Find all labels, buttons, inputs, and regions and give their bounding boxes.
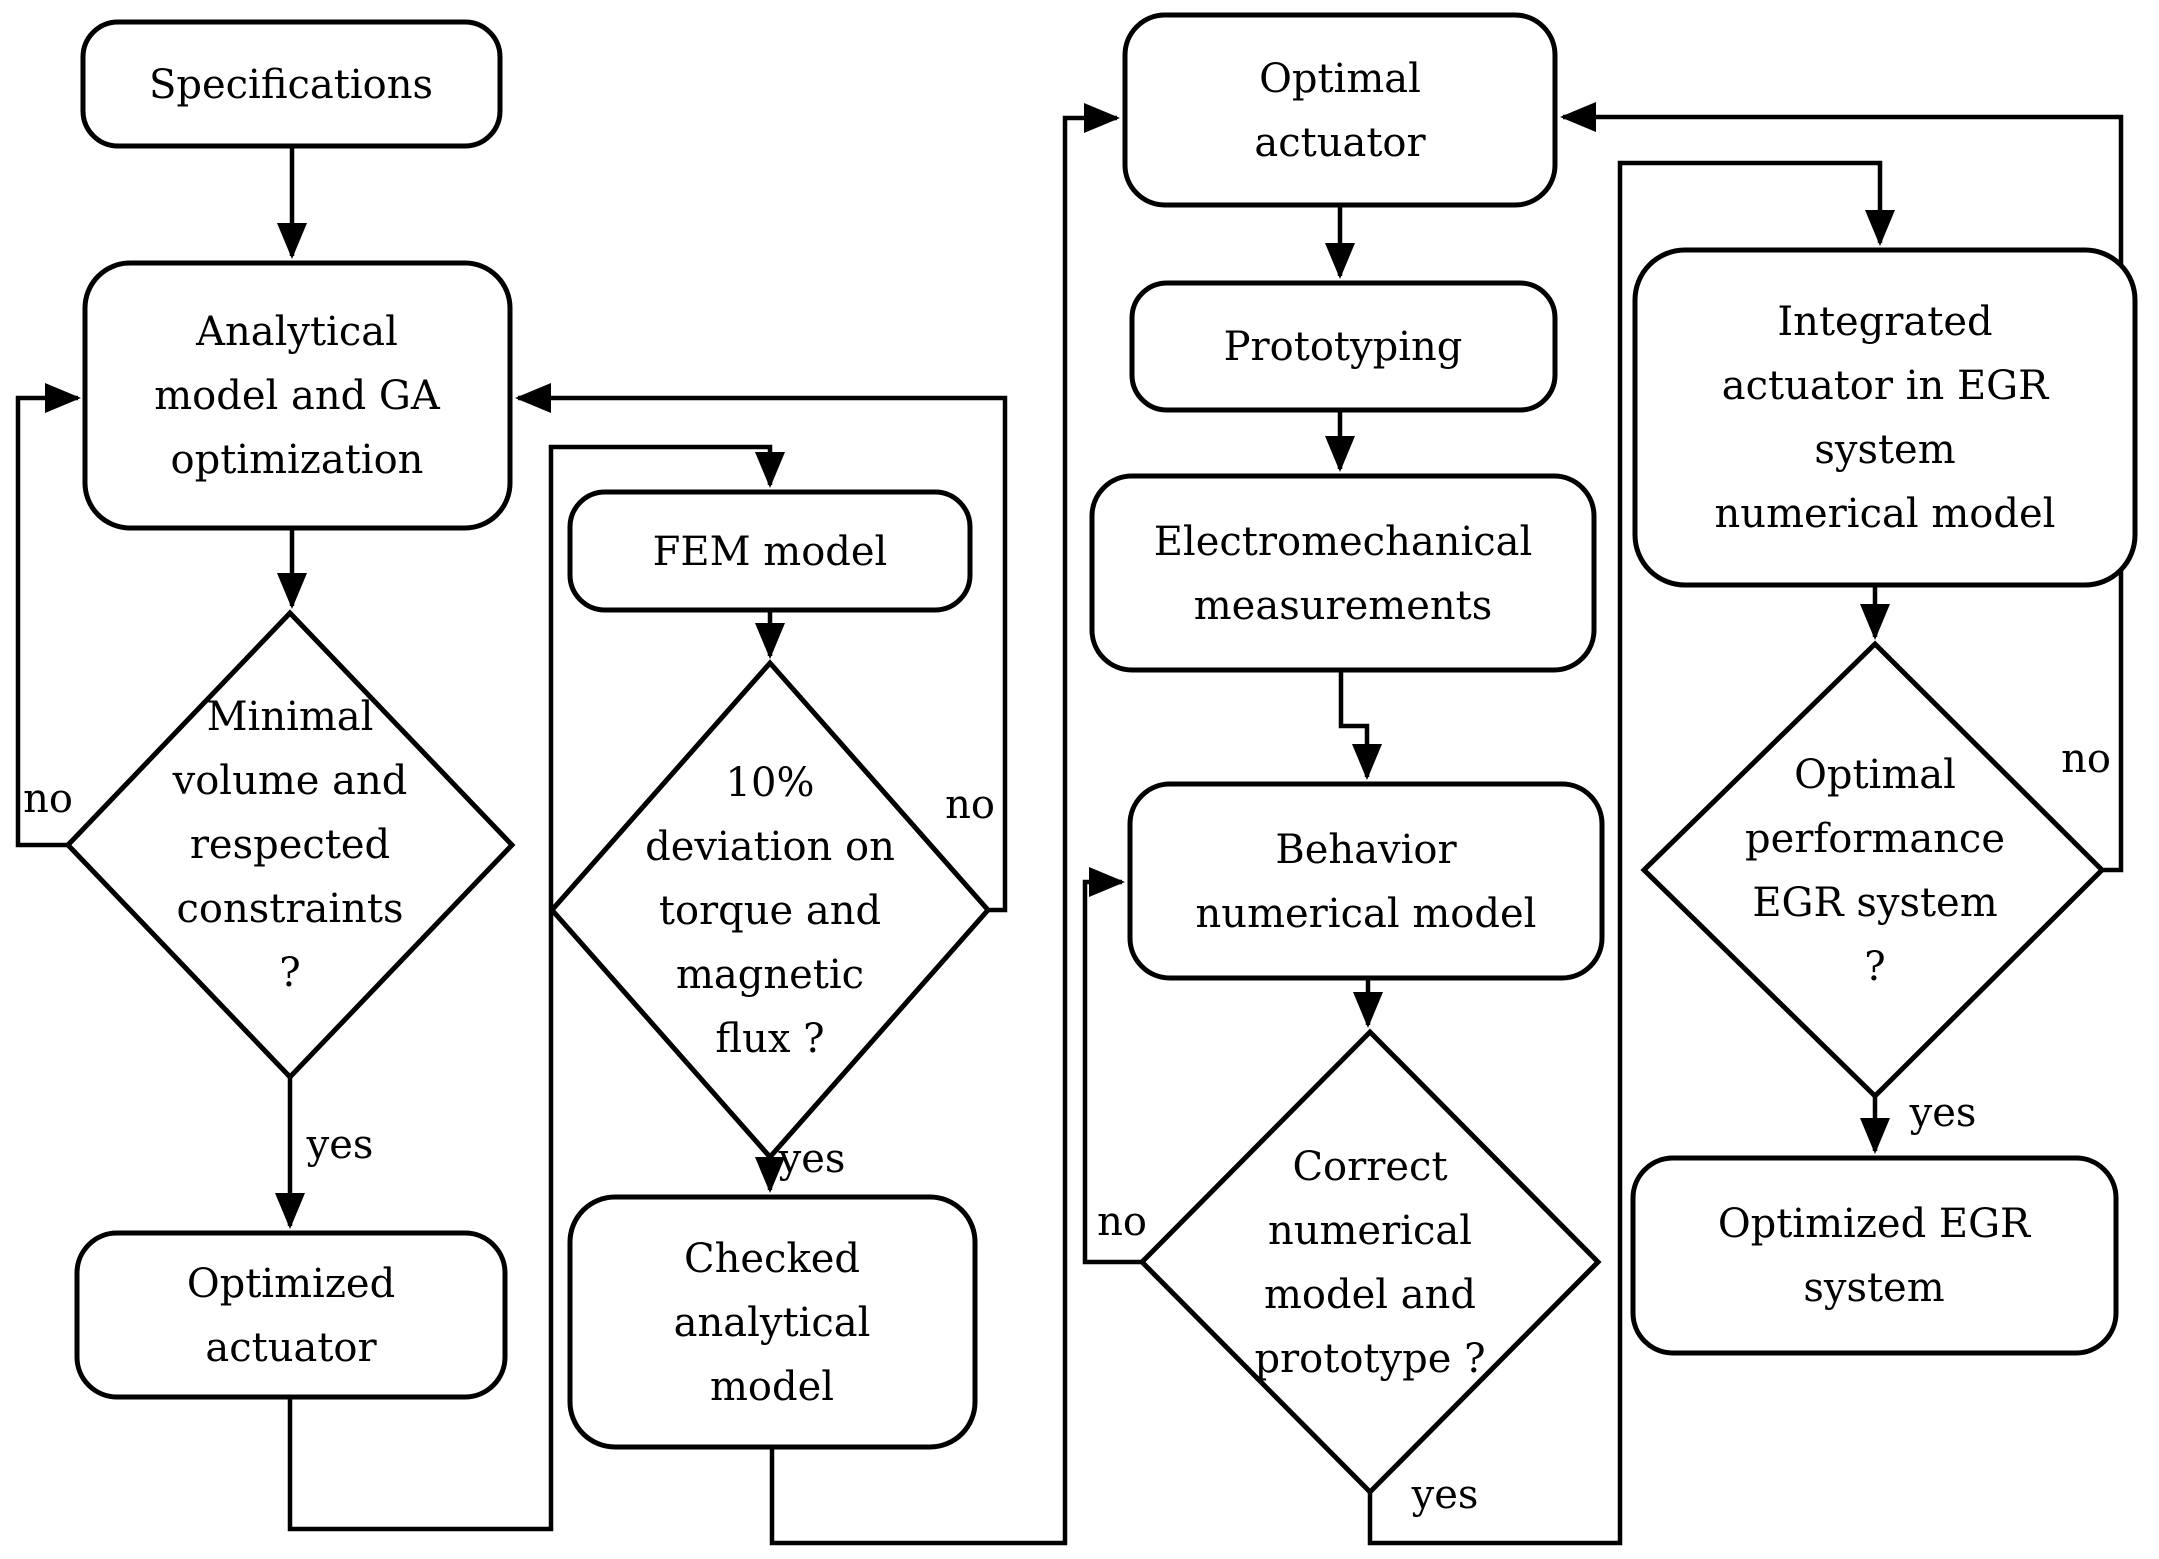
node-fem-model: FEM model <box>567 489 973 613</box>
edge-checked-to-optimal-actuator <box>769 103 1120 1546</box>
deviation-decision-label-line: 10% <box>726 760 815 806</box>
edge-label-d2-no: no <box>945 782 995 828</box>
deviation-decision-label-line: torque and <box>659 888 881 934</box>
edge-electromechanical-to-behavior <box>1338 670 1382 780</box>
node-analytical-model: Analytical model and GA optimization <box>82 260 513 531</box>
node-optimized-actuator: Optimized actuator <box>74 1230 508 1400</box>
optimized-actuator-label-line: actuator <box>205 1325 377 1371</box>
edge-minimal-decision-no-loop <box>15 383 81 848</box>
fem-model-shape <box>567 489 973 613</box>
optimized-egr-label-line: Optimized EGR <box>1718 1201 2032 1247</box>
edge-optimized-to-fem <box>287 444 785 1532</box>
minimal-volume-decision-label-line: volume and <box>172 758 408 804</box>
edge-labels: no yes no yes no yes no yes <box>23 736 2111 1518</box>
prototyping-label: Prototyping <box>1224 324 1463 370</box>
node-optimal-performance-decision: Optimal performance EGR system ? <box>1640 640 2106 1100</box>
edge-label-d4-no: no <box>2061 736 2111 782</box>
node-optimized-egr: Optimized EGR system <box>1630 1155 2119 1356</box>
edge-label-d3-no: no <box>1097 1199 1147 1245</box>
behavior-model-label-line: Behavior <box>1275 827 1457 873</box>
prototyping-shape <box>1129 280 1558 413</box>
optimal-actuator-label-line: actuator <box>1254 120 1426 166</box>
node-electromechanical: Electromechanical measurements <box>1089 473 1597 673</box>
minimal-volume-decision-label-line: Minimal <box>207 694 374 740</box>
node-integrated-actuator: Integrated actuator in EGR system numeri… <box>1632 247 2138 588</box>
deviation-decision-shape <box>548 659 992 1161</box>
deviation-decision-label-line: magnetic <box>676 952 864 998</box>
specifications-shape <box>80 19 503 149</box>
integrated-actuator-label-line: system <box>1814 427 1955 473</box>
correct-model-decision-shape <box>1138 1028 1602 1496</box>
fem-model-label: FEM model <box>653 529 888 575</box>
optimal-performance-decision-label-line: EGR system <box>1752 880 1997 926</box>
node-minimal-volume-decision: Minimal volume and respected constraints… <box>64 609 516 1081</box>
optimal-performance-decision-shape <box>1640 640 2106 1100</box>
minimal-volume-decision-shape <box>64 609 516 1081</box>
electromechanical-label-line: measurements <box>1194 583 1493 629</box>
correct-model-decision-label-line: numerical <box>1268 1208 1472 1254</box>
optimized-actuator-shape <box>74 1230 508 1400</box>
optimal-performance-decision-label-line: performance <box>1745 816 2005 862</box>
integrated-actuator-shape <box>1632 247 2138 588</box>
integrated-actuator-label-line: Integrated <box>1777 299 1992 345</box>
minimal-volume-decision-label-line: constraints <box>177 886 404 932</box>
checked-analytical-shape <box>567 1194 978 1450</box>
correct-model-decision-label-line: model and <box>1264 1272 1476 1318</box>
optimal-actuator-shape <box>1122 12 1558 208</box>
node-behavior-model: Behavior numerical model <box>1127 781 1605 981</box>
node-correct-model-decision: Correct numerical model and prototype ? <box>1138 1028 1602 1496</box>
integrated-actuator-label-line: actuator in EGR <box>1722 363 2050 409</box>
electromechanical-shape <box>1089 473 1597 673</box>
correct-model-decision-label-line: Correct <box>1292 1144 1447 1190</box>
node-optimal-actuator: Optimal actuator <box>1122 12 1558 208</box>
node-specifications: Specifications <box>80 19 503 149</box>
behavior-model-label-line: numerical model <box>1196 891 1537 937</box>
behavior-model-shape <box>1127 781 1605 981</box>
optimal-performance-decision-label-line: Optimal <box>1794 752 1956 798</box>
electromechanical-label-line: Electromechanical <box>1154 519 1533 565</box>
specifications-label: Specifications <box>149 62 433 108</box>
optimized-actuator-label-line: Optimized <box>187 1261 395 1307</box>
correct-model-decision-label-line: prototype ? <box>1254 1336 1485 1382</box>
edge-correct-decision-no-loop <box>1082 867 1142 1265</box>
analytical-model-shape <box>82 260 513 531</box>
edge-deviation-decision-no-loop <box>515 383 1008 913</box>
integrated-actuator-label-line: numerical model <box>1715 491 2056 537</box>
analytical-model-label-line: optimization <box>171 437 424 483</box>
checked-analytical-label-line: model <box>710 1364 834 1410</box>
minimal-volume-decision-label-line: respected <box>190 822 390 868</box>
edge-label-d4-yes: yes <box>1909 1090 1977 1136</box>
analytical-model-label-line: model and GA <box>154 373 441 419</box>
deviation-decision-label-line: deviation on <box>645 824 895 870</box>
deviation-decision-label-line: flux ? <box>715 1016 824 1062</box>
node-checked-analytical: Checked analytical model <box>567 1194 978 1450</box>
node-deviation-decision: 10% deviation on torque and magnetic flu… <box>548 659 992 1161</box>
optimized-egr-shape <box>1630 1155 2119 1356</box>
edge-label-d3-yes: yes <box>1411 1472 1479 1518</box>
node-prototyping: Prototyping <box>1129 280 1558 413</box>
edge-label-d1-yes: yes <box>306 1122 374 1168</box>
optimized-egr-label-line: system <box>1803 1265 1944 1311</box>
minimal-volume-decision-label-line: ? <box>279 950 300 996</box>
analytical-model-label-line: Analytical <box>195 309 398 355</box>
checked-analytical-label-line: Checked <box>684 1236 860 1282</box>
edge-correct-decision-yes-to-integrated <box>1367 160 1895 1546</box>
edge-label-d1-no: no <box>23 776 73 822</box>
optimal-performance-decision-label-line: ? <box>1864 944 1885 990</box>
edge-label-d2-yes: yes <box>778 1136 846 1182</box>
checked-analytical-label-line: analytical <box>674 1300 871 1346</box>
optimal-actuator-label-line: Optimal <box>1259 56 1421 102</box>
